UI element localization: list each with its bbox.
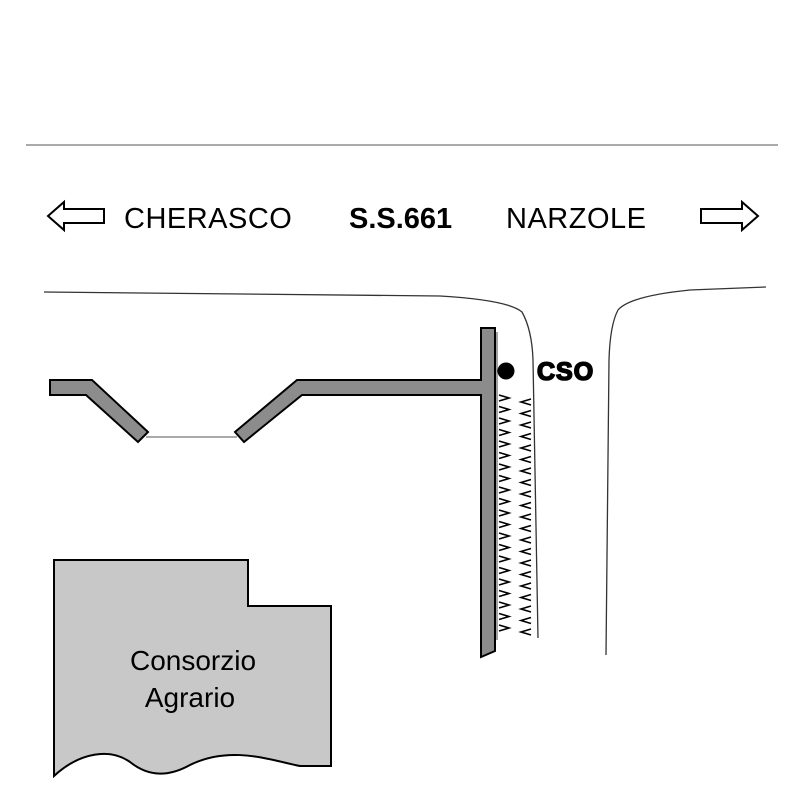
right-arrow-icon — [700, 199, 760, 233]
left-destination-label: CHERASCO — [124, 203, 292, 235]
embankment-mark — [518, 455, 532, 464]
embankment-mark — [518, 547, 532, 556]
embankment-mark — [518, 593, 532, 602]
embankment-mark — [498, 612, 512, 621]
building-label-line2: Agrario — [145, 682, 235, 713]
embankment-mark — [498, 440, 512, 448]
embankment-mark — [518, 444, 532, 452]
embankment-mark — [498, 578, 512, 586]
embankment-mark — [498, 601, 512, 609]
road-direction-header: CHERASCO S.S.661 NARZOLE — [46, 199, 760, 235]
embankment-mark — [518, 501, 532, 510]
embankment-marks — [498, 394, 532, 636]
embankment-mark — [498, 509, 512, 517]
retaining-wall — [233, 327, 496, 659]
embankment-mark — [518, 398, 532, 406]
embankment-mark — [518, 478, 532, 487]
road-edge-line — [43, 291, 539, 639]
embankment-mark — [518, 582, 532, 590]
embankment-mark — [518, 559, 532, 567]
left-arrow-icon — [46, 199, 105, 233]
embankment-mark — [498, 520, 512, 529]
embankment-mark — [498, 589, 512, 598]
embankment-mark — [518, 605, 532, 613]
embankment-mark — [498, 394, 512, 402]
embankment-mark — [518, 570, 532, 579]
stream-right-bank-line — [605, 286, 767, 656]
building-label-line1: Consorzio — [130, 645, 256, 676]
left-wall-segment — [49, 379, 150, 444]
building-outline — [53, 559, 332, 779]
embankment-mark — [498, 463, 512, 471]
embankment-mark — [498, 624, 512, 632]
consorzio-agrario-building: Consorzio Agrario — [53, 559, 332, 779]
embankment-mark — [498, 405, 512, 414]
route-code-label: S.S.661 — [349, 203, 452, 235]
embankment-mark — [498, 566, 512, 575]
embankment-mark — [498, 486, 512, 494]
cso-label: CSO — [537, 358, 594, 386]
embankment-mark — [498, 543, 512, 552]
embankment-mark — [498, 417, 512, 425]
embankment-mark — [498, 474, 512, 483]
embankment-mark — [498, 451, 512, 460]
embankment-mark — [498, 532, 512, 540]
cso-outfall-dot — [497, 362, 515, 380]
embankment-mark — [518, 524, 532, 533]
embankment-mark — [518, 490, 532, 498]
embankment-mark — [518, 628, 532, 636]
embankment-mark — [518, 536, 532, 544]
embankment-mark — [518, 432, 532, 441]
embankment-mark — [518, 616, 532, 625]
embankment-mark — [518, 421, 532, 429]
embankment-mark — [518, 467, 532, 475]
embankment-mark — [498, 497, 512, 506]
right-destination-label: NARZOLE — [506, 203, 646, 235]
embankment-mark — [518, 513, 532, 521]
embankment-mark — [498, 555, 512, 563]
embankment-mark — [518, 409, 532, 418]
embankment-mark — [498, 428, 512, 437]
